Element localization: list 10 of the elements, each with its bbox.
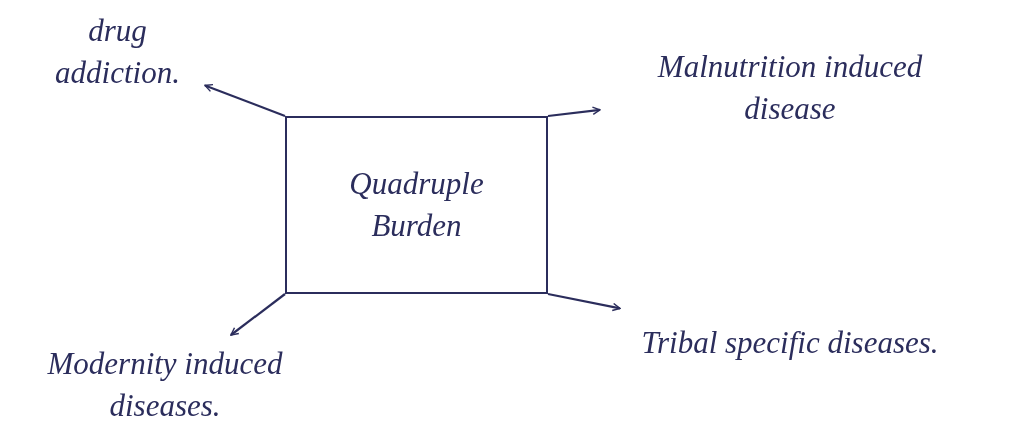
- arrow: [204, 83, 286, 118]
- node-label: drug addiction.: [54, 12, 181, 92]
- process-box: [285, 116, 548, 294]
- arrow: [547, 106, 601, 118]
- box-label: Quadruple Burden: [348, 165, 485, 245]
- node-label: Tribal specific diseases.: [640, 323, 940, 362]
- arrow: [547, 292, 621, 312]
- node-label: Modernity induced diseases.: [46, 345, 284, 425]
- arrow: [230, 293, 286, 336]
- node-label: Malnutrition induced disease: [656, 47, 924, 128]
